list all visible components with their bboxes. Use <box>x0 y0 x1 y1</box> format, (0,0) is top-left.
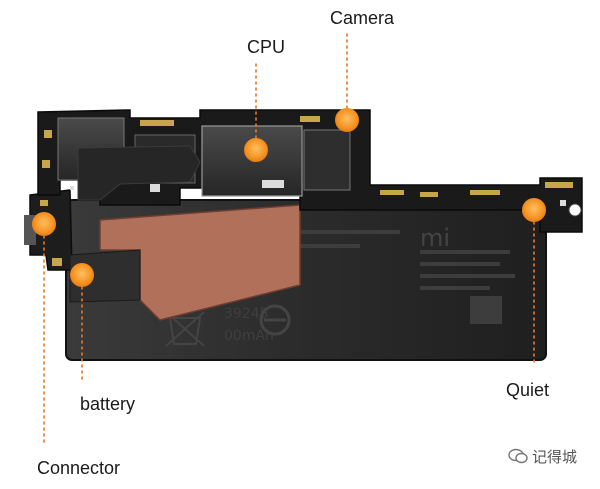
cpu-marker <box>244 138 268 162</box>
battery-marker <box>70 263 94 287</box>
quiet-label: Quiet <box>506 380 550 400</box>
markers <box>32 108 546 287</box>
quiet-marker <box>522 198 546 222</box>
battery-model-text: 39245 <box>224 306 269 322</box>
watermark-text: 记得城 <box>532 448 578 466</box>
connector-marker <box>32 212 56 236</box>
logic-board <box>37 109 583 233</box>
certification-icon <box>259 304 291 336</box>
battery-capacity-text: 00mAh <box>224 328 274 344</box>
flex-cable <box>69 204 301 321</box>
connector-label: Connector <box>37 458 121 478</box>
camera-marker <box>335 108 359 132</box>
cpu-label: CPU <box>247 37 286 57</box>
wechat-icon <box>508 448 528 468</box>
recycle-bin-icon <box>168 317 202 345</box>
camera-label: Camera <box>330 8 395 28</box>
watermark: 记得城 <box>508 446 577 468</box>
battery-label: battery <box>80 394 136 414</box>
battery-brand-text: mi <box>420 224 450 252</box>
leader-lines <box>43 33 535 443</box>
